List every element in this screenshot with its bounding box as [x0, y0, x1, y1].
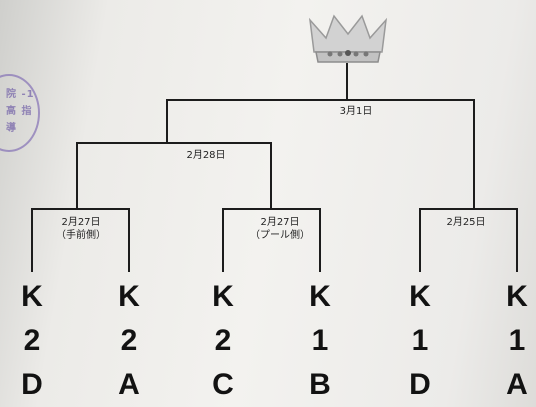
seal-text: 院 -1 高 指導 — [6, 89, 35, 134]
team-grade: 2 — [120, 324, 138, 357]
qf-mid-label: 2月27日 （プール側） — [250, 216, 310, 242]
qf-left-note: （手前側） — [56, 230, 106, 241]
team-class: D — [21, 368, 43, 401]
qf-right-date: 2月25日 — [446, 217, 486, 228]
team-entry: K 1 A — [492, 275, 536, 407]
team-grade: 2 — [214, 324, 232, 357]
semifinal-date: 2月28日 — [186, 150, 226, 161]
qf-mid-note: （プール側） — [250, 230, 310, 241]
team-grade: 1 — [311, 324, 329, 357]
team-name: K — [212, 280, 234, 313]
team-name: K — [118, 280, 140, 313]
qf-left-date: 2月27日 — [61, 217, 101, 228]
team-name: K — [506, 280, 528, 313]
team-class: B — [309, 368, 331, 401]
team-entry: K 1 B — [295, 275, 345, 407]
crown-icon — [308, 14, 388, 63]
team-entry: K 2 D — [7, 275, 57, 407]
qf-mid-date: 2月27日 — [260, 217, 300, 228]
final-date: 3月1日 — [339, 106, 373, 117]
team-grade: 1 — [411, 324, 429, 357]
team-class: A — [506, 368, 528, 401]
team-grade: 1 — [508, 324, 526, 357]
team-name: K — [309, 280, 331, 313]
team-entry: K 1 D — [395, 275, 445, 407]
team-name: K — [21, 280, 43, 313]
qf-left-label: 2月27日 （手前側） — [56, 216, 106, 242]
team-class: A — [118, 368, 140, 401]
team-entry: K 2 A — [104, 275, 154, 407]
team-entry: K 2 C — [198, 275, 248, 407]
team-name: K — [409, 280, 431, 313]
team-grade: 2 — [23, 324, 41, 357]
team-class: D — [409, 368, 431, 401]
team-class: C — [212, 368, 234, 401]
